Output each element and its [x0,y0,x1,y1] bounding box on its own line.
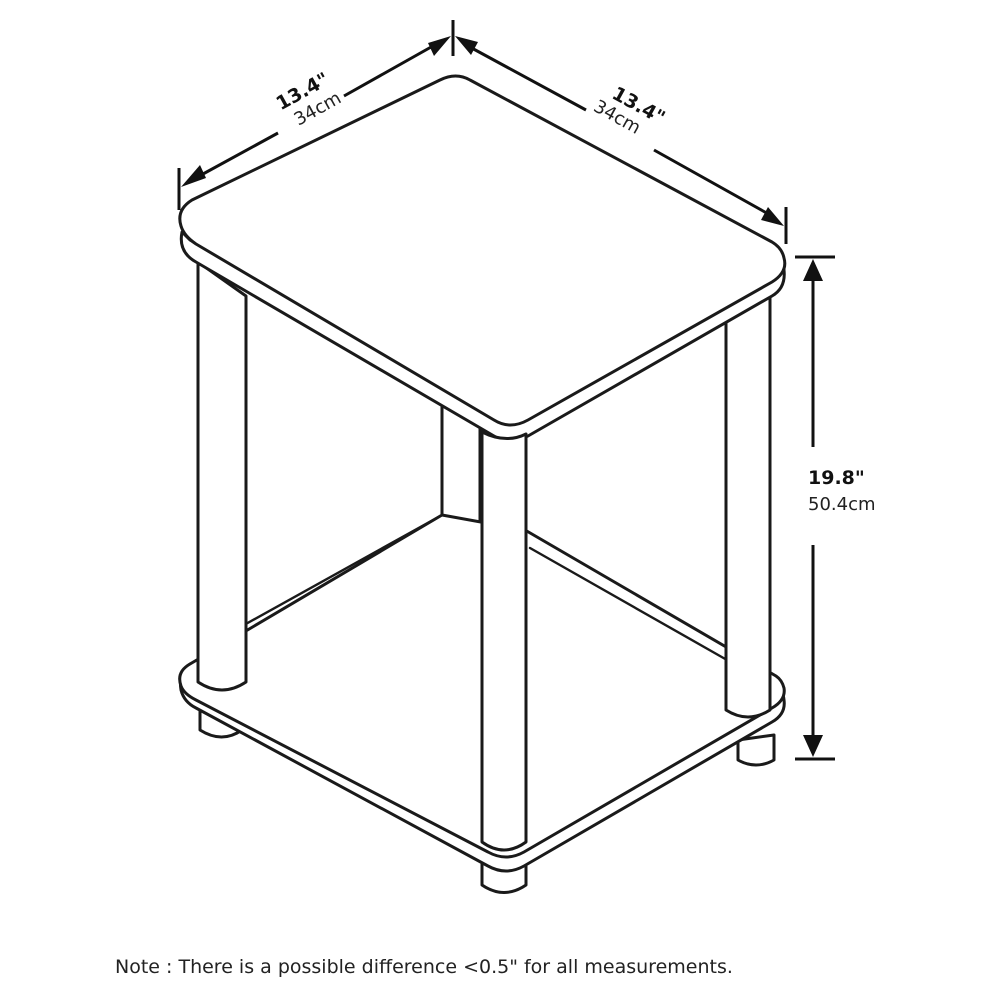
height-imperial-label: 19.8" [808,467,865,489]
dimension-width-left [177,20,455,210]
leg-left [196,260,248,692]
front-leg [480,430,528,852]
tabletop [178,74,787,443]
side-legs [196,260,772,719]
measurement-note: Note : There is a possible difference <0… [115,956,733,978]
height-metric-label: 50.4cm [808,494,876,515]
foot-right [736,733,776,767]
leg-right [724,290,772,719]
dimension-depth-right [455,36,788,244]
dimension-height [795,255,835,761]
